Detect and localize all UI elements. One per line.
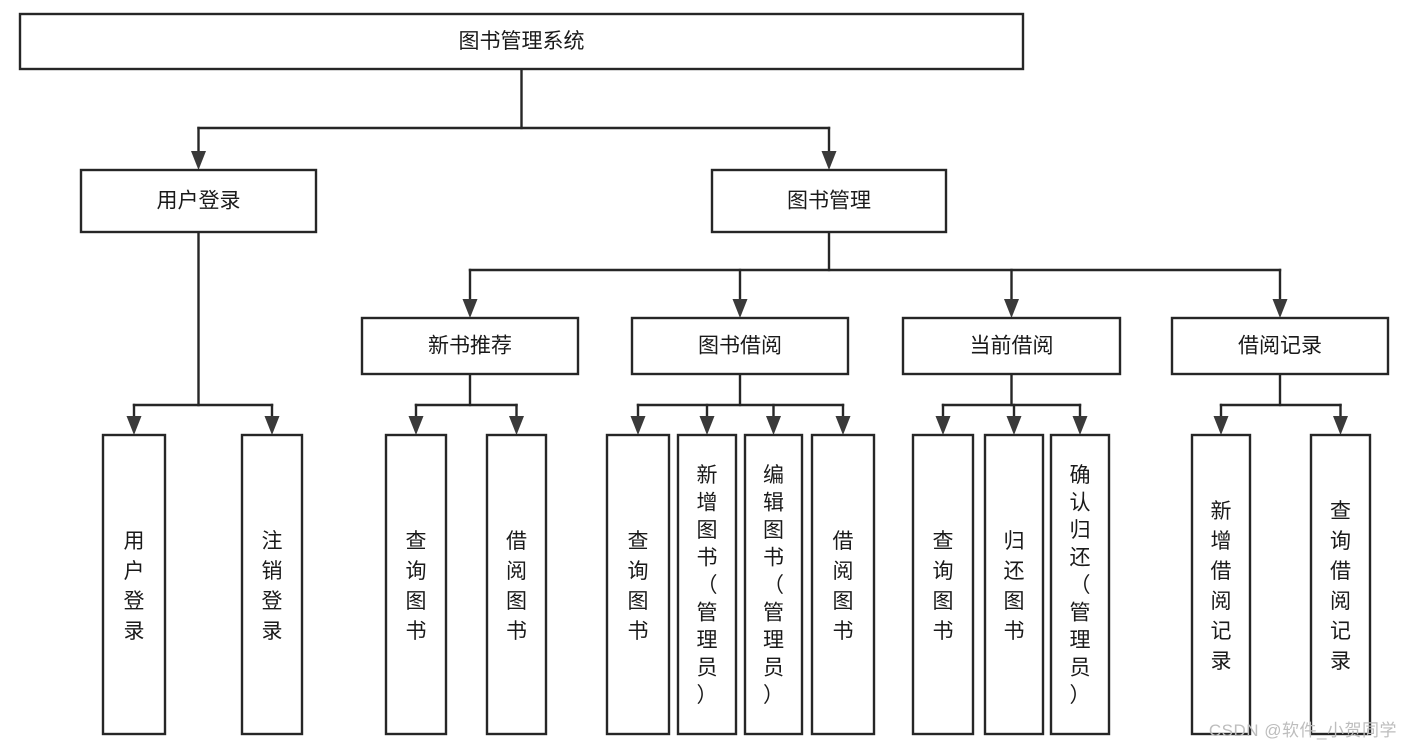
node-label: 查询图书 (628, 530, 649, 643)
arrow-head-icon (1272, 299, 1288, 318)
arrow-head-icon (835, 416, 851, 435)
node-current-borrow[interactable]: 当前借阅 (901, 316, 1122, 376)
node-box (1049, 433, 1111, 736)
node-box (1190, 433, 1252, 736)
node-label: 图书管理系统 (459, 30, 585, 53)
watermark-text: CSDN @软件_小贺同学 (1208, 721, 1397, 740)
node-leaf-confirm-return[interactable]: 确认归还（管理员） (1049, 433, 1111, 736)
node-box (384, 433, 448, 736)
node-root[interactable]: 图书管理系统 (18, 12, 1025, 71)
node-leaf-query-record[interactable]: 查询借阅记录 (1309, 433, 1372, 736)
node-box (240, 433, 304, 736)
arrow-head-icon (191, 151, 206, 170)
node-box (743, 433, 804, 736)
node-label: 新书推荐 (428, 335, 512, 358)
node-leaf-borrow-book-2[interactable]: 借阅图书 (810, 433, 876, 736)
node-label: 新增图书（管理员） (697, 464, 718, 707)
node-leaf-borrow-book-1[interactable]: 借阅图书 (485, 433, 548, 736)
arrow-head-icon (699, 416, 715, 435)
node-box (18, 12, 1025, 71)
node-borrow-record[interactable]: 借阅记录 (1170, 316, 1390, 376)
node-leaf-query-book-2[interactable]: 查询图书 (605, 433, 671, 736)
node-book-manage[interactable]: 图书管理 (710, 168, 948, 234)
node-leaf-edit-book[interactable]: 编辑图书（管理员） (743, 433, 804, 736)
node-leaf-return-book[interactable]: 归还图书 (983, 433, 1045, 736)
node-leaf-query-book-1[interactable]: 查询图书 (384, 433, 448, 736)
node-leaf-add-record[interactable]: 新增借阅记录 (1190, 433, 1252, 736)
node-box (630, 316, 850, 376)
arrow-head-icon (766, 416, 781, 435)
node-label: 确认归还（管理员） (1070, 464, 1091, 707)
node-leaf-add-book[interactable]: 新增图书（管理员） (676, 433, 738, 736)
node-label: 图书管理 (787, 190, 871, 213)
node-leaf-logout[interactable]: 注销登录 (240, 433, 304, 736)
arrow-head-icon (821, 151, 837, 170)
arrow-head-icon (1004, 299, 1019, 318)
node-label: 新增借阅记录 (1211, 500, 1232, 673)
nodes-layer: 图书管理系统用户登录图书管理新书推荐图书借阅当前借阅借阅记录用户登录注销登录查询… (18, 12, 1390, 736)
arrow-head-icon (1333, 416, 1348, 435)
node-label: 用户登录 (124, 530, 145, 643)
node-box (1309, 433, 1372, 736)
node-box (101, 433, 167, 736)
node-label: 归还图书 (1004, 530, 1025, 643)
node-label: 图书借阅 (698, 335, 782, 358)
node-box (983, 433, 1045, 736)
node-box (605, 433, 671, 736)
node-box (485, 433, 548, 736)
node-label: 编辑图书（管理员） (763, 464, 784, 707)
node-box (79, 168, 318, 234)
arrow-head-icon (509, 416, 524, 435)
arrow-head-icon (1072, 416, 1088, 435)
node-label: 借阅记录 (1238, 335, 1322, 358)
node-box (710, 168, 948, 234)
node-label: 用户登录 (157, 190, 241, 213)
node-label: 当前借阅 (970, 335, 1054, 358)
node-box (676, 433, 738, 736)
node-label: 查询图书 (406, 530, 427, 643)
node-leaf-user-login[interactable]: 用户登录 (101, 433, 167, 736)
node-box (810, 433, 876, 736)
node-new-book-recommend[interactable]: 新书推荐 (360, 316, 580, 376)
node-label: 查询图书 (933, 530, 954, 643)
node-label: 注销登录 (262, 530, 283, 643)
node-book-borrow[interactable]: 图书借阅 (630, 316, 850, 376)
arrow-head-icon (264, 416, 280, 435)
node-box (911, 433, 975, 736)
node-label: 借阅图书 (833, 530, 854, 643)
arrow-head-icon (408, 416, 424, 435)
arrow-head-icon (630, 416, 646, 435)
node-label: 借阅图书 (506, 530, 527, 643)
connectors-layer (126, 67, 1348, 435)
arrow-head-icon (1213, 416, 1229, 435)
node-box (360, 316, 580, 376)
node-label: 查询借阅记录 (1330, 500, 1351, 673)
node-user-login[interactable]: 用户登录 (79, 168, 318, 234)
node-leaf-query-book-3[interactable]: 查询图书 (911, 433, 975, 736)
node-box (901, 316, 1122, 376)
arrow-head-icon (732, 299, 748, 318)
arrow-head-icon (126, 416, 142, 435)
arrow-head-icon (462, 299, 478, 318)
arrow-head-icon (935, 416, 951, 435)
arrow-head-icon (1006, 416, 1022, 435)
node-box (1170, 316, 1390, 376)
